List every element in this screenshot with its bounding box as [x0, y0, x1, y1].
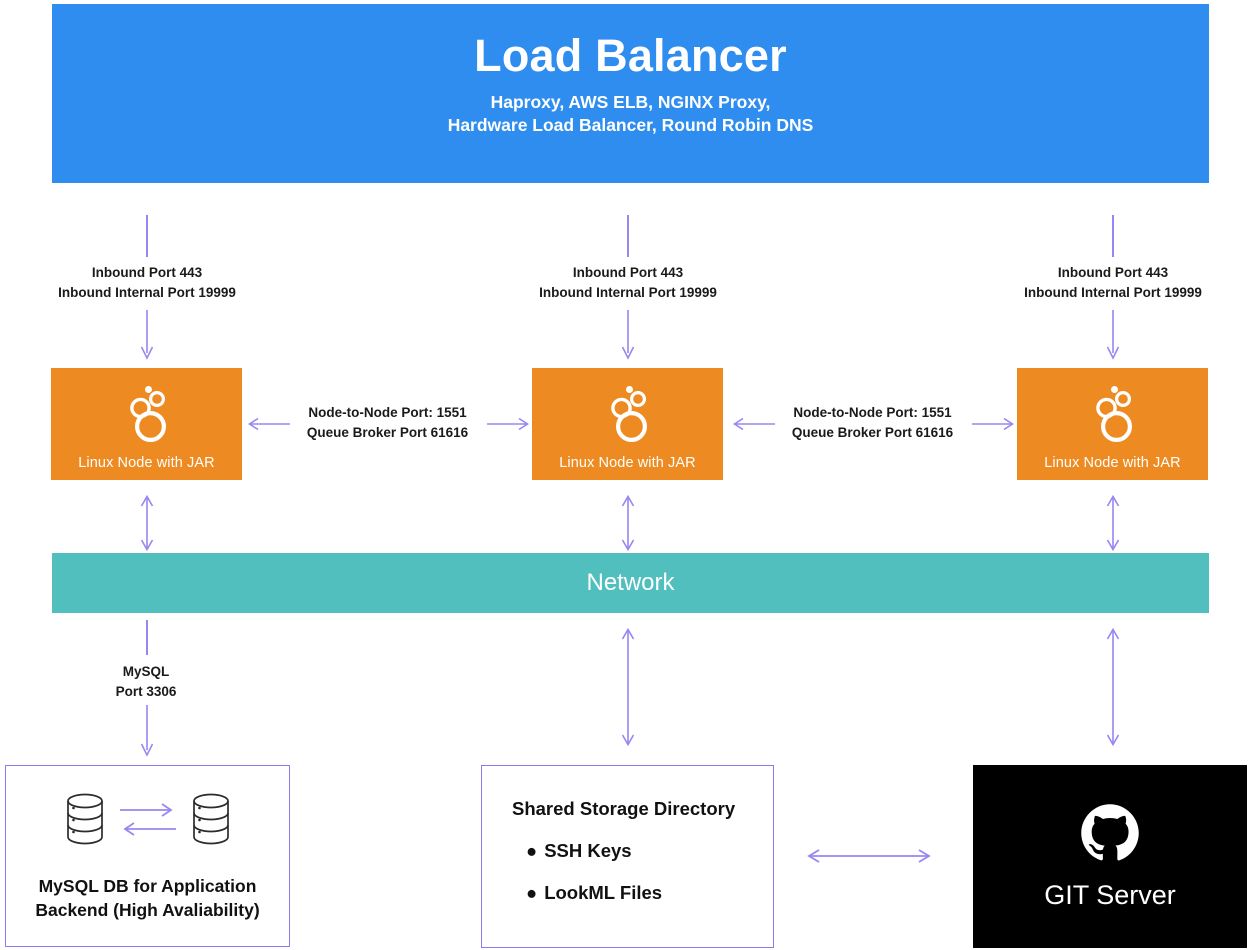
node-link-label-1-line1: Node-to-Node Port: 1551 [308, 405, 467, 420]
bullet-icon: ● [526, 840, 538, 861]
node-network-arrow-2 [621, 494, 635, 552]
load-balancer-banner: Load Balancer Haproxy, AWS ELB, NGINX Pr… [52, 4, 1209, 183]
network-git-arrow [1106, 627, 1120, 747]
linux-node-1-label: Linux Node with JAR [78, 455, 215, 471]
shared-storage-title: Shared Storage Directory [512, 798, 736, 819]
mysql-link-label: MySQL Port 3306 [46, 662, 246, 701]
node-link-arrow-left-1 [248, 417, 290, 431]
linux-node-1[interactable]: Linux Node with JAR [51, 368, 242, 480]
inbound-label-2-line2: Inbound Internal Port 19999 [539, 284, 717, 300]
database-cylinder-icon [188, 790, 234, 853]
shared-storage-item-ssh-keys-label: SSH Keys [544, 840, 632, 861]
node-link-label-1-line2: Queue Broker Port 61616 [306, 424, 469, 440]
inbound-label-2-line1: Inbound Port 443 [572, 265, 684, 280]
mysql-link-label-line1: MySQL [122, 664, 170, 679]
mysql-db-caption: MySQL DB for Application Backend (High A… [35, 875, 259, 922]
inbound-arrow-3 [1106, 310, 1120, 360]
network-storage-arrow [621, 627, 635, 747]
node-link-arrow-right-2 [972, 417, 1014, 431]
shared-storage-item-lookml-files-label: LookML Files [544, 882, 663, 903]
mysql-db-box[interactable]: MySQL DB for Application Backend (High A… [5, 765, 290, 947]
git-server-box[interactable]: GIT Server [973, 765, 1247, 948]
load-balancer-subtitle: Haproxy, AWS ELB, NGINX Proxy, Hardware … [448, 91, 814, 138]
linux-node-3-label: Linux Node with JAR [1044, 455, 1181, 471]
node-network-arrow-1 [140, 494, 154, 552]
looker-logo-icon [123, 382, 171, 449]
storage-git-arrow [807, 849, 931, 863]
db-replication-graphic [62, 790, 234, 853]
database-cylinder-icon [62, 790, 108, 853]
mysql-db-caption-line2: Backend (High Avaliability) [35, 899, 260, 920]
looker-logo-icon [604, 382, 652, 449]
mysql-db-caption-line1: MySQL DB for Application [38, 876, 257, 896]
node-link-label-2-line1: Node-to-Node Port: 1551 [793, 405, 952, 420]
shared-storage-box[interactable]: Shared Storage Directory ● SSH Keys ● Look… [481, 765, 774, 948]
inbound-label-3-line1: Inbound Port 443 [1057, 265, 1169, 280]
shared-storage-item-ssh-keys: ● SSH Keys [526, 840, 773, 862]
node-link-label-2-line2: Queue Broker Port 61616 [791, 424, 954, 440]
inbound-connector-line-1-top [146, 215, 148, 257]
network-label: Network [586, 569, 675, 596]
node-network-arrow-3 [1106, 494, 1120, 552]
mysql-connector-arrow [140, 705, 154, 757]
inbound-label-1-line2: Inbound Internal Port 19999 [58, 284, 236, 300]
mysql-connector-line-top [146, 620, 148, 655]
inbound-arrow-1 [140, 310, 154, 360]
git-server-label: GIT Server [1044, 879, 1176, 910]
inbound-label-1: Inbound Port 443 Inbound Internal Port 1… [17, 263, 277, 302]
github-logo-icon [1080, 803, 1140, 868]
linux-node-3[interactable]: Linux Node with JAR [1017, 368, 1208, 480]
node-link-arrow-right-1 [487, 417, 529, 431]
bullet-icon: ● [526, 882, 538, 903]
inbound-label-1-line1: Inbound Port 443 [91, 265, 203, 280]
db-sync-arrows [118, 796, 178, 847]
load-balancer-subtitle-line1: Haproxy, AWS ELB, NGINX Proxy, [490, 91, 771, 112]
linux-node-2[interactable]: Linux Node with JAR [532, 368, 723, 480]
inbound-label-3-line2: Inbound Internal Port 19999 [1024, 284, 1202, 300]
looker-logo-icon [1089, 382, 1137, 449]
linux-node-2-label: Linux Node with JAR [559, 455, 696, 471]
inbound-connector-line-3-top [1112, 215, 1114, 257]
node-link-arrow-left-2 [733, 417, 775, 431]
inbound-label-3: Inbound Port 443 Inbound Internal Port 1… [983, 263, 1243, 302]
inbound-connector-line-2-top [627, 215, 629, 257]
shared-storage-item-lookml-files: ● LookML Files [526, 882, 773, 904]
node-link-label-2: Node-to-Node Port: 1551 Queue Broker Por… [775, 403, 970, 442]
inbound-arrow-2 [621, 310, 635, 360]
inbound-label-2: Inbound Port 443 Inbound Internal Port 1… [498, 263, 758, 302]
node-link-label-1: Node-to-Node Port: 1551 Queue Broker Por… [290, 403, 485, 442]
mysql-link-label-line2: Port 3306 [115, 683, 177, 699]
load-balancer-title: Load Balancer [474, 30, 787, 81]
network-band: Network [52, 553, 1209, 613]
load-balancer-subtitle-line2: Hardware Load Balancer, Round Robin DNS [447, 115, 814, 136]
